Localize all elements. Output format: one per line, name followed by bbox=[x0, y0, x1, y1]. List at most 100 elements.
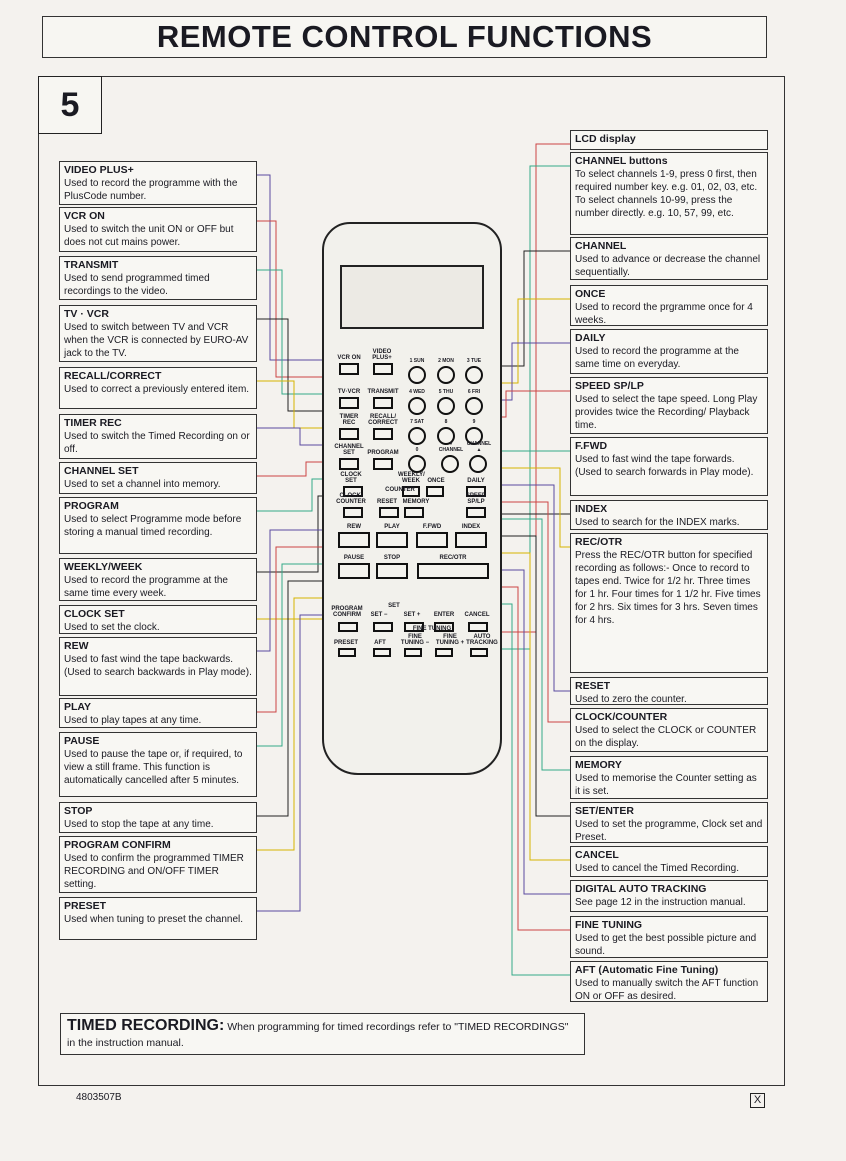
function-box-program-confirm: PROGRAM CONFIRM Used to confirm the progr… bbox=[59, 836, 257, 893]
remote-button-pause bbox=[338, 563, 370, 579]
leader-line bbox=[257, 220, 340, 378]
counter-group-label: COUNTER bbox=[385, 487, 415, 493]
remote-button-cancel bbox=[468, 622, 488, 632]
function-title: PAUSE bbox=[64, 735, 100, 747]
leader-line bbox=[485, 518, 570, 771]
function-title: PROGRAM CONFIRM bbox=[64, 839, 171, 851]
remote-button-label: VIDEO PLUS+ bbox=[372, 349, 392, 361]
function-description: Used when tuning to preset the channel. bbox=[64, 914, 244, 925]
timed-recording-heading: TIMED RECORDING: bbox=[67, 1017, 225, 1034]
remote-button-once bbox=[426, 486, 444, 497]
function-title: DIGITAL AUTO TRACKING bbox=[575, 883, 707, 895]
remote-button-play bbox=[376, 532, 408, 548]
remote-button-label: STOP bbox=[383, 555, 401, 561]
function-box-lcd-display: LCD display bbox=[570, 130, 768, 150]
remote-button-channel-set bbox=[339, 458, 359, 470]
leader-line bbox=[485, 501, 570, 723]
remote-button-timer-rec bbox=[339, 428, 359, 440]
remote-key-9 bbox=[465, 427, 483, 445]
function-description: Used to select Programme mode before sto… bbox=[64, 514, 242, 538]
remote-button-program-confirm bbox=[338, 622, 358, 632]
remote-button-label: SET + bbox=[403, 612, 421, 618]
remote-button-label: FINE TUNING − bbox=[400, 634, 430, 646]
remote-button-auto-tracking bbox=[470, 648, 488, 657]
function-description: Used to search for the INDEX marks. bbox=[575, 517, 740, 528]
function-description: Used to manually switch the AFT function… bbox=[575, 978, 759, 1002]
function-title: MEMORY bbox=[575, 759, 622, 771]
remote-button-label: F.FWD bbox=[422, 524, 442, 530]
remote-button-label: CLOCK SET bbox=[340, 472, 362, 484]
remote-button-label: ENTER bbox=[433, 612, 455, 618]
function-description: Used to switch the unit ON or OFF but do… bbox=[64, 224, 234, 248]
function-title: CHANNEL buttons bbox=[575, 155, 668, 167]
leader-line bbox=[485, 484, 570, 692]
remote-button-preset bbox=[338, 648, 356, 657]
remote-button-label: RESET bbox=[376, 499, 397, 505]
function-title: REC/OTR bbox=[575, 536, 623, 548]
function-description: Used to stop the tape at any time. bbox=[64, 819, 214, 830]
leader-line bbox=[257, 318, 340, 412]
remote-button-label: AUTO TRACKING bbox=[466, 634, 498, 646]
remote-button-label: PRESET bbox=[333, 640, 358, 646]
leader-line bbox=[257, 614, 340, 912]
remote-button-daily bbox=[466, 486, 486, 497]
remote-button-label: PROGRAM CONFIRM bbox=[331, 606, 363, 618]
function-title: F.FWD bbox=[575, 440, 608, 452]
remote-key-12 bbox=[469, 455, 487, 473]
remote-key-label: 9 bbox=[472, 419, 476, 425]
remote-button-label: REC/OTR bbox=[439, 555, 467, 561]
remote-button-memory bbox=[404, 507, 424, 518]
function-title: AFT (Automatic Fine Tuning) bbox=[575, 964, 719, 976]
function-description: Used to memorise the Counter setting as … bbox=[575, 773, 757, 797]
remote-button-set- bbox=[404, 622, 424, 632]
fine-tuning-group-label: FINE TUNING bbox=[412, 626, 452, 632]
remote-button-f-fwd bbox=[416, 532, 448, 548]
remote-button-label: INDEX bbox=[461, 524, 481, 530]
remote-button-reset bbox=[379, 507, 399, 518]
remote-button-clock-counter bbox=[343, 507, 363, 518]
function-description: Used to record the programme with the Pl… bbox=[64, 178, 238, 202]
remote-button-tv-vcr bbox=[339, 397, 359, 409]
function-box-aft-automatic-fine-tuning-: AFT (Automatic Fine Tuning) Used to manua… bbox=[570, 961, 768, 1002]
function-description: Used to confirm the programmed TIMER REC… bbox=[64, 853, 244, 890]
section-number: 5 bbox=[38, 76, 102, 134]
function-title: DAILY bbox=[575, 332, 606, 344]
remote-button-label: REW bbox=[347, 524, 361, 530]
function-description: Used to set the programme, Clock set and… bbox=[575, 819, 763, 843]
leader-line bbox=[257, 427, 340, 446]
leader-line bbox=[257, 597, 340, 851]
function-description: Used to select the tape speed. Long Play… bbox=[575, 394, 758, 431]
remote-key-label: 5 THU bbox=[438, 389, 454, 395]
function-title: INDEX bbox=[575, 503, 608, 515]
timed-recording-note: TIMED RECORDING: When programming for ti… bbox=[60, 1013, 585, 1055]
function-title: ONCE bbox=[575, 288, 606, 300]
remote-button-fine-tuning- bbox=[404, 648, 422, 657]
set-group-label: SET bbox=[388, 603, 400, 609]
document-code: 4803507B bbox=[76, 1092, 122, 1103]
remote-button-transmit bbox=[373, 397, 393, 409]
remote-key-11 bbox=[441, 455, 459, 473]
remote-button-recall-correct bbox=[373, 428, 393, 440]
function-title: TRANSMIT bbox=[64, 259, 119, 271]
function-box-memory: MEMORY Used to memorise the Counter setti… bbox=[570, 756, 768, 799]
remote-button-label: DAILY bbox=[467, 478, 485, 484]
remote-button-label: PLAY bbox=[384, 524, 400, 530]
remote-key-label: 4 WED bbox=[409, 389, 425, 395]
remote-key-label: 1 SUN bbox=[409, 358, 425, 364]
